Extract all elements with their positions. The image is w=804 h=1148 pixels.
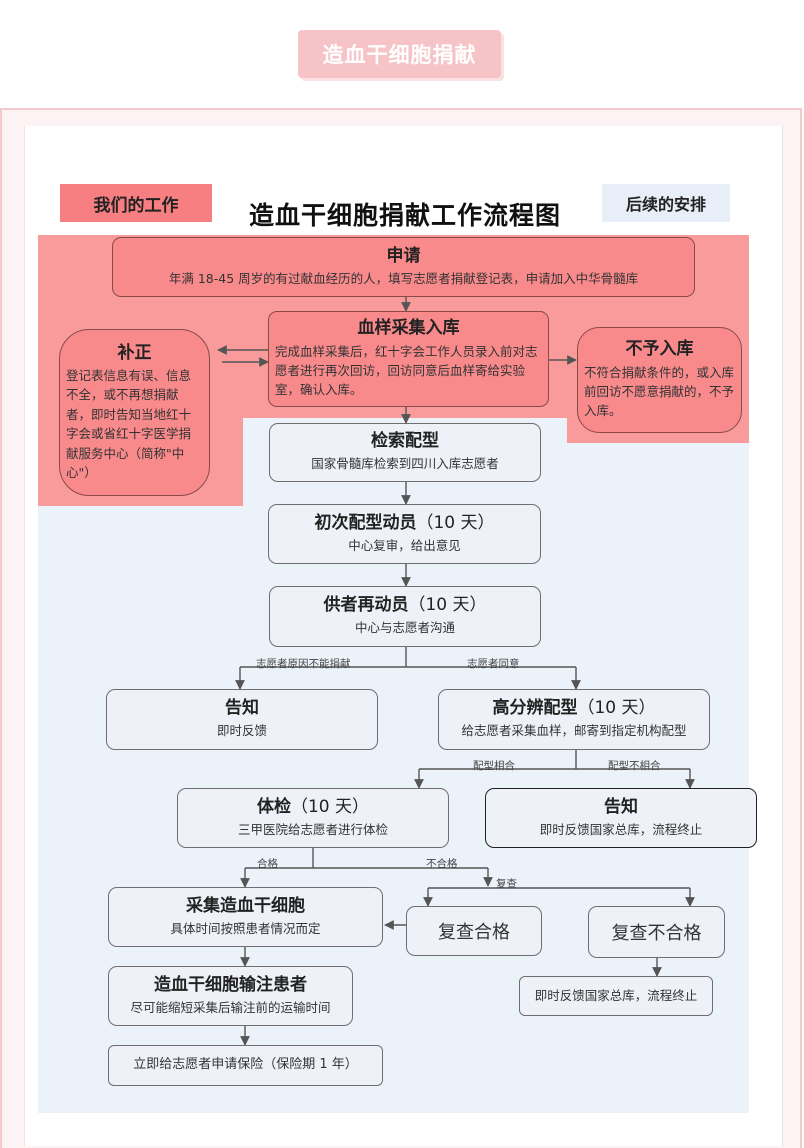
node-notify2-title: 告知 (604, 796, 638, 817)
node-initial-mobilize: 初次配型动员（10 天） 中心复审，给出意见 (268, 504, 541, 564)
flowchart-title: 造血干细胞捐献工作流程图 (248, 201, 561, 230)
node-initial-desc: 中心复审，给出意见 (348, 537, 461, 553)
node-infuse-title: 造血干细胞输注患者 (154, 974, 307, 995)
node-fail-feedback-desc: 即时反馈国家总库，流程终止 (534, 988, 698, 1004)
node-search-title: 检索配型 (371, 431, 439, 452)
node-recheck-fail-title: 复查不合格 (611, 923, 702, 944)
node-infuse-desc: 尽可能缩短采集后输注前的运输时间 (130, 999, 331, 1015)
node-exam-desc: 三甲医院给志愿者进行体检 (237, 821, 388, 837)
node-insurance: 立即给志愿者申请保险（保险期 1 年） (108, 1045, 383, 1086)
node-notify1-title: 告知 (225, 698, 259, 719)
node-physical-exam: 体检（10 天） 三甲医院给志愿者进行体检 (177, 788, 449, 848)
edge-label-fail: 不合格 (426, 858, 458, 870)
node-apply-title: 申请 (386, 245, 421, 266)
node-remobilize: 供者再动员（10 天） 中心与志愿者沟通 (269, 586, 541, 647)
node-collect-cells: 采集造血干细胞 具体时间按照患者情况而定 (108, 887, 383, 947)
node-recheck-pass-title: 复查合格 (438, 922, 510, 943)
node-exam-title: 体检（10 天） (256, 796, 370, 817)
node-correction: 补正 登记表信息有误、信息不全，或不再想捐献者，即时告知当地红十字会或省红十字医… (59, 329, 210, 496)
node-insurance-desc: 立即给志愿者申请保险（保险期 1 年） (133, 1057, 358, 1073)
edge-label-agree: 志愿者同意 (467, 658, 520, 670)
node-recheck-fail: 复查不合格 (588, 906, 725, 958)
header-badge: 造血干细胞捐献 (298, 30, 501, 78)
node-notify1-desc: 即时反馈 (216, 723, 267, 739)
edge-label-match: 配型相合 (473, 760, 515, 772)
node-correction-desc: 登记表信息有误、信息不全，或不再想捐献者，即时告知当地红十字会或省红十字医学捐献… (66, 368, 192, 480)
node-remobilize-title: 供者再动员（10 天） (323, 595, 487, 616)
edge-label-pass: 合格 (257, 858, 278, 870)
node-search: 检索配型 国家骨髓库检索到四川入库志愿者 (269, 423, 541, 482)
node-correction-title: 补正 (117, 342, 152, 363)
node-reject-title: 不予入库 (625, 339, 694, 360)
node-hires-desc: 给志愿者采集血样，邮寄到指定机构配型 (461, 723, 687, 739)
node-recheck-pass: 复查合格 (406, 906, 542, 956)
node-sample: 血样采集入库 完成血样采集后，红十字会工作人员录入前对志愿者进行再次回访，回访同… (268, 311, 549, 407)
node-notify2-desc: 即时反馈国家总库，流程终止 (539, 821, 703, 837)
node-remobilize-desc: 中心与志愿者沟通 (354, 620, 455, 636)
node-reject: 不予入库 不符合捐献条件的，或入库前回访不愿意捐献的，不予入库。 (577, 327, 742, 433)
tab-follow-up: 后续的安排 (602, 184, 730, 222)
node-sample-desc: 完成血样采集后，红十字会工作人员录入前对志愿者进行再次回访，回访同意后血样寄给实… (275, 343, 538, 398)
node-reject-desc: 不符合捐献条件的，或入库前回访不愿意捐献的，不予入库。 (584, 364, 735, 419)
node-collect-desc: 具体时间按照患者情况而定 (170, 920, 321, 936)
node-high-res-typing: 高分辨配型（10 天） 给志愿者采集血样，邮寄到指定机构配型 (438, 689, 710, 750)
edge-label-no-match: 配型不相合 (608, 760, 661, 772)
node-sample-title: 血样采集入库 (357, 318, 460, 339)
tab-our-work: 我们的工作 (60, 184, 212, 222)
node-notify-terminate: 告知 即时反馈国家总库，流程终止 (485, 788, 757, 848)
node-fail-feedback: 即时反馈国家总库，流程终止 (519, 976, 713, 1016)
node-apply-desc: 年满 18-45 周岁的有过献血经历的人，填写志愿者捐献登记表，申请加入中华骨髓… (168, 270, 639, 286)
node-apply: 申请 年满 18-45 周岁的有过献血经历的人，填写志愿者捐献登记表，申请加入中… (112, 237, 695, 297)
node-notify-feedback: 告知 即时反馈 (106, 689, 378, 750)
node-collect-title: 采集造血干细胞 (186, 895, 305, 916)
edge-label-cannot-donate: 志愿者原因不能捐献 (256, 658, 351, 670)
node-hires-title: 高分辨配型（10 天） (492, 698, 656, 719)
node-initial-title: 初次配型动员（10 天） (314, 512, 495, 533)
edge-label-recheck: 复查 (496, 878, 517, 890)
node-infuse-patient: 造血干细胞输注患者 尽可能缩短采集后输注前的运输时间 (108, 966, 353, 1026)
node-search-desc: 国家骨髓库检索到四川入库志愿者 (311, 456, 499, 472)
